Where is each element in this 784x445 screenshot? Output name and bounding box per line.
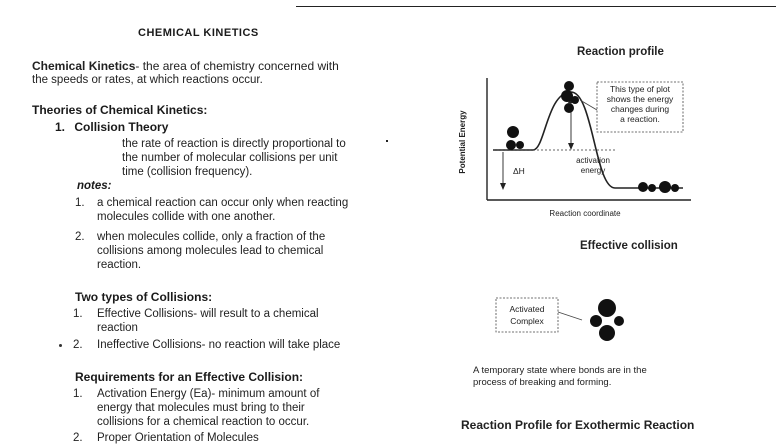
collision-theory-number: 1.: [55, 120, 66, 134]
arrow-head: [500, 183, 506, 190]
note-line: when molecules collide, only a fraction …: [97, 231, 326, 243]
collision-theory-statement: the rate of reaction is directly proport…: [122, 137, 382, 179]
statement-line: the number of molecular collisions per u…: [122, 152, 338, 164]
reactant-molecule: [506, 140, 516, 150]
collision-type-line: Ineffective Collisions- no reaction will…: [97, 339, 341, 351]
requirement-number: 2.: [73, 432, 83, 444]
stray-dot: [59, 344, 62, 347]
collision-theory-title: Collision Theory: [74, 120, 169, 134]
complex-molecule: [598, 299, 616, 317]
activated-complex-pointer: [557, 311, 583, 321]
delta-h-label: ΔH: [513, 166, 525, 176]
intro-paragraph: Chemical Kinetics- the area of chemistry…: [32, 59, 387, 87]
activated-complex-caption: A temporary state where bonds are in the…: [473, 365, 703, 389]
requirement-item: Activation Energy (Ea)- minimum amount o…: [97, 387, 382, 429]
requirement-line: Proper Orientation of Molecules: [97, 432, 259, 444]
collision-type-number: 2.: [73, 339, 83, 351]
activated-complex-box: [495, 297, 559, 333]
page-title: CHEMICAL KINETICS: [138, 27, 259, 39]
note-line: a chemical reaction can occur only when …: [97, 197, 349, 209]
complex-molecule: [614, 316, 624, 326]
note-item: when molecules collide, only a fraction …: [97, 230, 382, 272]
collision-type-line: Effective Collisions- will result to a c…: [97, 308, 319, 320]
product-molecule: [648, 184, 656, 192]
reaction-profile-diagram: This type of plot shows the energy chang…: [458, 78, 691, 218]
note-line: reaction.: [97, 259, 142, 271]
activated-complex-figure: Activated Complex: [495, 297, 624, 341]
callout-box: [596, 81, 684, 133]
complex-molecule: [599, 325, 615, 341]
y-axis-label: Potential Energy: [458, 110, 467, 174]
reaction-profile-title: Reaction profile: [577, 46, 664, 58]
caption-line: process of breaking and forming.: [473, 377, 612, 388]
activated-complex-label-line: Complex: [510, 316, 544, 326]
note-number: 1.: [75, 197, 85, 209]
notes-label: notes:: [77, 180, 112, 192]
activation-label-line: energy: [581, 166, 605, 175]
statement-line: the rate of reaction is directly proport…: [122, 138, 346, 150]
intro-term: Chemical Kinetics: [32, 59, 136, 73]
stray-dot: [386, 140, 388, 142]
product-molecule: [671, 184, 679, 192]
intro-definition-line1: - the area of chemistry concerned with: [135, 59, 339, 73]
complex-molecule: [561, 90, 573, 102]
exothermic-title: Reaction Profile for Exothermic Reaction: [461, 418, 695, 432]
reactant-molecule: [516, 141, 524, 149]
complex-molecule: [564, 103, 574, 113]
statement-line: time (collision frequency).: [122, 166, 253, 178]
callout-line: changes during: [611, 104, 669, 114]
requirement-line: Activation Energy (Ea)- minimum amount o…: [97, 388, 320, 400]
product-molecule: [659, 181, 671, 193]
activated-complex-label-line: Activated: [510, 304, 545, 314]
collision-type-number: 1.: [73, 308, 83, 320]
requirement-number: 1.: [73, 388, 83, 400]
reactant-molecule: [507, 126, 519, 138]
note-line: collisions among molecules lead to chemi…: [97, 245, 324, 257]
note-item: a chemical reaction can occur only when …: [97, 196, 382, 224]
complex-molecule: [590, 315, 602, 327]
theories-heading: Theories of Chemical Kinetics:: [32, 103, 208, 117]
collision-type-item: Ineffective Collisions- no reaction will…: [97, 338, 387, 352]
collision-type-line: reaction: [97, 322, 138, 334]
callout-pointer: [579, 99, 598, 111]
activation-label-line: activation: [576, 156, 610, 165]
requirement-line: collisions for a chemical reaction to oc…: [97, 416, 310, 428]
note-number: 2.: [75, 231, 85, 243]
effective-collision-title: Effective collision: [580, 240, 678, 252]
arrow-head: [568, 143, 574, 150]
requirements-heading: Requirements for an Effective Collision:: [75, 370, 304, 384]
collision-type-item: Effective Collisions- will result to a c…: [97, 307, 382, 335]
top-rule: [296, 6, 776, 7]
callout-line: a reaction.: [620, 114, 660, 124]
x-axis-label: Reaction coordinate: [549, 209, 621, 218]
complex-molecule: [571, 96, 579, 104]
complex-molecule: [564, 81, 574, 91]
collision-theory-item: 1. Collision Theory: [55, 120, 168, 134]
requirement-line: energy that molecules must bring to thei…: [97, 402, 305, 414]
callout-line: shows the energy: [607, 94, 674, 104]
intro-definition-line2: the speeds or rates, at which reactions …: [32, 74, 263, 86]
callout-line: This type of plot: [610, 84, 671, 94]
collision-types-heading: Two types of Collisions:: [75, 290, 213, 304]
note-line: molecules collide with one another.: [97, 211, 276, 223]
caption-line: A temporary state where bonds are in the: [473, 365, 647, 376]
requirement-item: Proper Orientation of Molecules: [97, 431, 382, 445]
product-molecule: [638, 182, 648, 192]
